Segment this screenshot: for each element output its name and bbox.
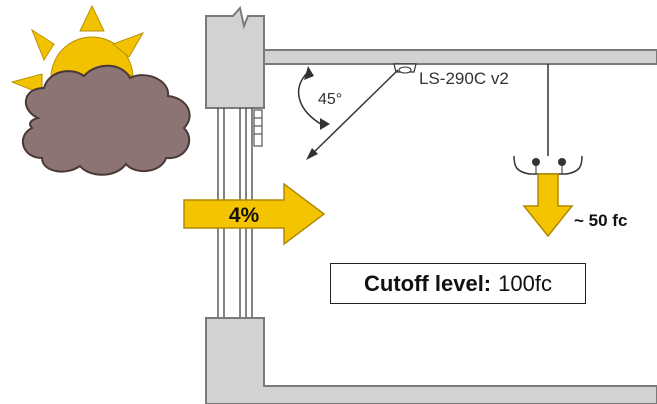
blind-cord [253, 109, 263, 147]
upper-wall [205, 5, 265, 109]
daylight-arrow [183, 182, 326, 246]
cutoff-level-box: Cutoff level: 100fc [330, 263, 586, 304]
sensor-model-label: LS-290C v2 [419, 69, 509, 88]
fixture-output-arrow [522, 173, 574, 238]
sun-ray [79, 4, 105, 32]
sun-ray [30, 28, 55, 62]
cutoff-level-label: Cutoff level: [364, 270, 492, 296]
daylight-percent-label: 4% [229, 204, 260, 227]
lower-wall [205, 317, 657, 404]
angle-arc [298, 66, 330, 130]
sun-ray [112, 32, 145, 58]
angle-label: 45° [318, 91, 342, 108]
cloud-icon [21, 64, 191, 176]
sensor-view-direction [306, 69, 399, 160]
ceiling [263, 49, 657, 65]
photosensor [393, 63, 417, 74]
cutoff-level-value: 100fc [498, 270, 552, 296]
pendant-light-fixture [513, 64, 583, 175]
fixture-output-label: ~ 50 fc [574, 211, 627, 230]
